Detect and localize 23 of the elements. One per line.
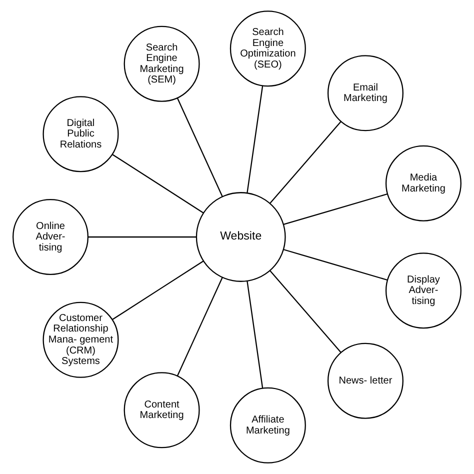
node-circle: Online Adver- tising — [12, 198, 89, 275]
node-circle: News- letter — [327, 342, 404, 419]
connector — [283, 248, 388, 281]
connector — [283, 193, 388, 226]
node-circle: Search Engine Marketing (SEM) — [124, 26, 200, 102]
node-circle: Email Marketing — [327, 55, 404, 132]
connector — [246, 86, 264, 194]
node-circle: Media Marketing — [385, 145, 462, 222]
node-circle: Search Engine Optimization (SEO) — [230, 10, 306, 87]
connector — [176, 277, 223, 376]
connector — [88, 236, 196, 238]
connector — [246, 280, 264, 388]
node-circle: Display Adver- tising — [385, 252, 462, 329]
connector — [112, 260, 204, 320]
node-circle: Digital Public Relations — [42, 96, 119, 172]
node-circle: Website — [196, 192, 286, 282]
node-circle: Content Marketing — [124, 372, 200, 448]
node-circle: Affiliate Marketing — [230, 387, 306, 464]
connector — [270, 270, 342, 353]
node-circle: Customer Relationship Mana- gement (CRM) Systems — [42, 302, 119, 378]
connector — [112, 154, 204, 214]
connector — [176, 98, 223, 197]
connector — [270, 121, 342, 204]
